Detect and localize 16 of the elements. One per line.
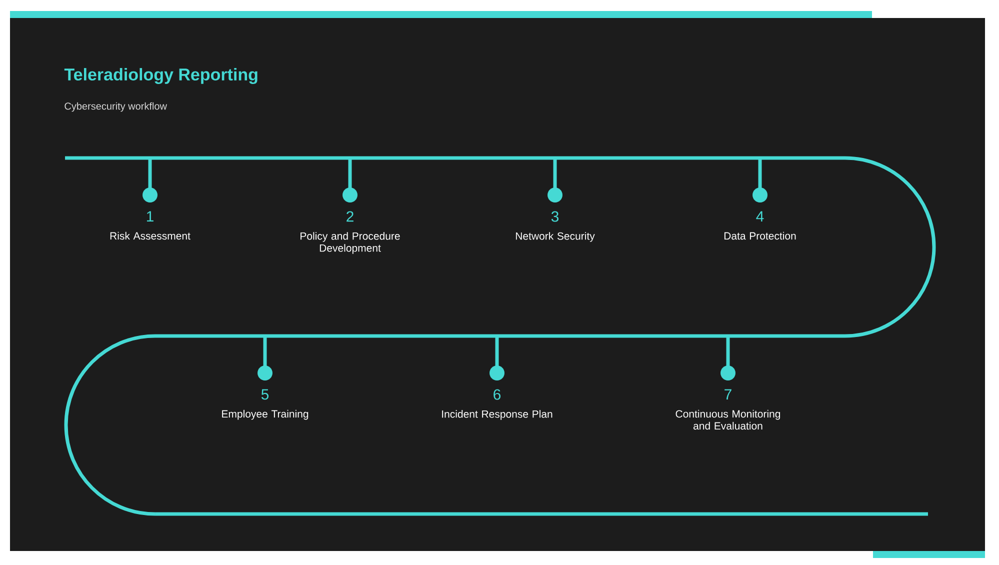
step-label: Risk Assessment: [110, 232, 190, 240]
step-number: 2: [346, 211, 354, 222]
step-label: Network Security: [516, 232, 595, 242]
step-label: Data Protection: [724, 232, 796, 240]
title: Teleradiology Reporting: [64, 68, 258, 84]
step-label: Continuous Monitoring and Evaluation: [676, 410, 780, 430]
step-number: 3: [551, 211, 559, 222]
step-label: Employee Training: [222, 410, 308, 420]
step-number: 6: [494, 389, 501, 400]
step-number: 5: [261, 389, 269, 400]
step-number: 4: [756, 211, 764, 222]
step-label: Incident Response Plan: [442, 410, 552, 420]
step-number: 1: [146, 211, 154, 222]
step-label: Policy and Procedure Development: [300, 232, 400, 254]
step-number: 7: [724, 389, 732, 400]
subtitle: Cybersecurity workflow: [64, 102, 168, 112]
